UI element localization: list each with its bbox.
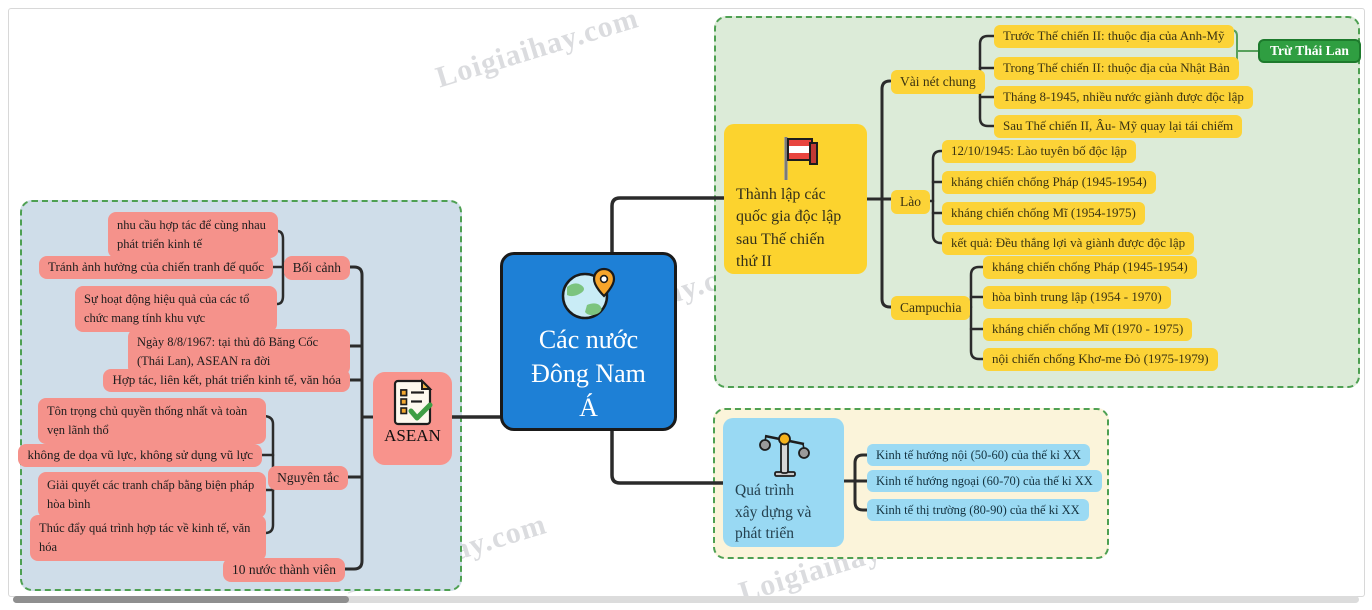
node-thuc-day[interactable]: Thúc đẩy quá trình hợp tác về kinh tế, v… (30, 515, 266, 561)
central-topic[interactable]: Các nước Đông Nam Á (500, 252, 677, 431)
node-qua-trinh-line: Quá trình (735, 482, 794, 499)
node-trong-the-chien[interactable]: Trong Thế chiến II: thuộc địa của Nhật B… (994, 57, 1239, 80)
node-cam-hoa-binh[interactable]: hòa bình trung lập (1954 - 1970) (983, 286, 1171, 309)
central-topic-line: Á (579, 392, 598, 422)
node-thanh-lap-line: thứ II (736, 253, 772, 271)
node-khong-de-doa[interactable]: không đe dọa vũ lực, không sử dụng vũ lự… (18, 444, 262, 467)
balance-scale-icon (758, 432, 810, 477)
node-hop-tac[interactable]: Hợp tác, liên kết, phát triển kinh tế, v… (103, 369, 350, 392)
node-thanh-lap-line: Thành lập các (736, 186, 826, 203)
node-lao-doc-lap[interactable]: 12/10/1945: Lào tuyên bố độc lập (942, 140, 1136, 163)
node-10-nuoc[interactable]: 10 nước thành viên (222, 558, 345, 582)
node-lao[interactable]: Lào (891, 190, 930, 214)
flag-icon (783, 137, 818, 180)
node-vai-net-chung[interactable]: Vài nét chung (891, 70, 985, 94)
node-nhu-cau[interactable]: nhu cầu hợp tác để cùng nhau phát triển … (108, 212, 278, 258)
node-boi-canh[interactable]: Bối cảnh (283, 256, 350, 280)
node-thanh-lap-line: sau Thế chiến (736, 230, 825, 248)
node-sau-the-chien[interactable]: Sau Thế chiến II, Âu- Mỹ quay lại tái ch… (994, 115, 1243, 138)
central-topic-line: Đông Nam (531, 358, 646, 388)
node-ngay-1967[interactable]: Ngày 8/8/1967: tại thủ đô Băng Cốc (Thái… (128, 329, 350, 375)
node-ton-trong[interactable]: Tôn trọng chủ quyền thống nhất và toàn v… (38, 398, 266, 444)
node-qua-trinh[interactable]: Quá trình xây dựng và phát triển (723, 418, 844, 547)
node-tranh-anh-huong[interactable]: Tránh ảnh hưởng của chiến tranh đế quốc (39, 256, 273, 279)
node-lao-chong-mi[interactable]: kháng chiến chống Mĩ (1954-1975) (942, 202, 1145, 225)
node-asean[interactable]: ASEAN (373, 372, 452, 465)
node-lao-ket-qua[interactable]: kết quả: Đều thắng lợi và giành được độc… (942, 232, 1195, 255)
checklist-icon (393, 378, 432, 426)
node-thang-8-1945[interactable]: Tháng 8-1945, nhiều nước giành được độc … (994, 86, 1253, 109)
node-giai-quyet[interactable]: Giải quyết các tranh chấp bằng biện pháp… (38, 472, 266, 518)
node-qua-trinh-line: xây dựng và (735, 503, 812, 521)
node-truoc-the-chien[interactable]: Trước Thế chiến II: thuộc địa của Anh-Mỹ (994, 25, 1234, 48)
callout-tru-thai-lan[interactable]: Trừ Thái Lan (1258, 39, 1361, 63)
node-kinh-te-huong-noi[interactable]: Kinh tế hướng nội (50-60) của thế kỉ XX (867, 444, 1091, 467)
node-nguyen-tac[interactable]: Nguyên tắc (268, 466, 348, 490)
node-kinh-te-huong-ngoai[interactable]: Kinh tế hướng ngoại (60-70) của thế kỉ X… (867, 470, 1102, 493)
horizontal-scrollbar-track[interactable] (13, 596, 1359, 603)
node-lao-chong-phap[interactable]: kháng chiến chống Pháp (1945-1954) (942, 171, 1156, 194)
node-cam-chong-phap[interactable]: kháng chiến chống Pháp (1945-1954) (983, 256, 1197, 279)
node-qua-trinh-line: phát triển (735, 525, 794, 543)
node-asean-label: ASEAN (384, 426, 441, 445)
central-topic-line: Các nước (538, 325, 639, 354)
node-thanh-lap[interactable]: Thành lập các quốc gia độc lập sau Thế c… (724, 124, 867, 274)
horizontal-scrollbar-thumb[interactable] (13, 596, 349, 603)
node-campuchia[interactable]: Campuchia (891, 296, 971, 320)
node-cam-chong-mi[interactable]: kháng chiến chống Mĩ (1970 - 1975) (983, 318, 1193, 341)
node-su-hoat-dong[interactable]: Sự hoạt động hiệu quả của các tổ chức ma… (75, 286, 277, 332)
node-cam-noi-chien[interactable]: nội chiến chống Khơ-me Đỏ (1975-1979) (983, 348, 1218, 371)
node-thanh-lap-line: quốc gia độc lập (736, 208, 842, 226)
globe-pin-icon (561, 267, 615, 320)
node-kinh-te-thi-truong[interactable]: Kinh tế thị trường (80-90) của thế kỉ XX (867, 499, 1089, 522)
